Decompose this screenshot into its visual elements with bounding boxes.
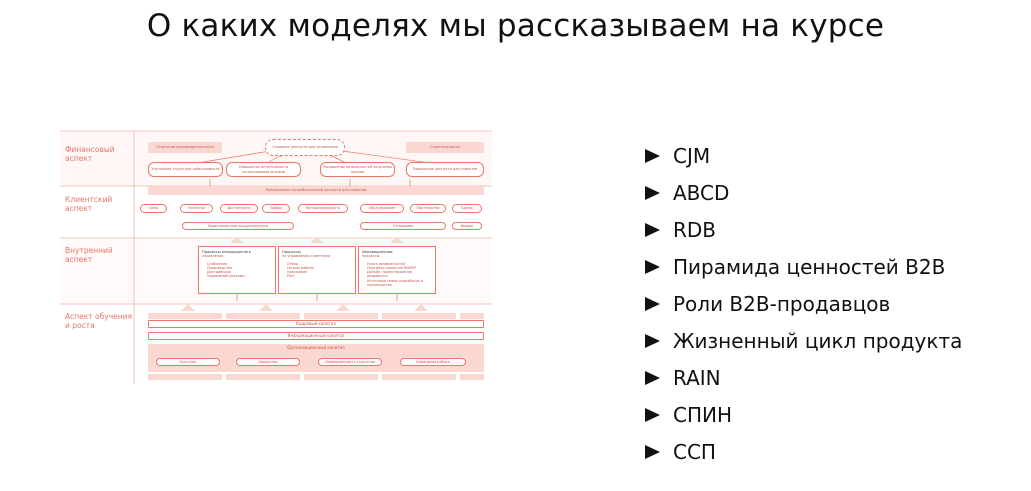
learning-item-culture: Культура — [156, 358, 220, 366]
triangle-bullet-icon — [645, 185, 660, 200]
model-label: ССП — [673, 439, 716, 464]
customer-item-brand: Бренд — [452, 204, 482, 213]
aspect-label-customer: Клиентский аспект — [65, 195, 113, 213]
strategy-map-diagram: Финансовый аспект Клиентский аспект Внут… — [60, 129, 492, 384]
financial-strategy-growth: Стратегия роста — [406, 142, 484, 153]
list-item: Дистрибуция — [207, 270, 272, 274]
triangle-bullet-icon — [645, 222, 660, 237]
model-label: RAIN — [673, 365, 721, 390]
triangle-bullet-icon — [645, 407, 660, 422]
aspect-label-financial: Финансовый аспект — [65, 145, 115, 163]
customer-item-quality: Качество — [180, 204, 213, 213]
customer-item-service: Обслуживание — [360, 204, 404, 213]
triangle-bullet-icon — [645, 148, 660, 163]
model-label: Пирамида ценностей B2B — [673, 254, 946, 279]
list-item: Отбор — [287, 262, 352, 266]
customer-group-image: Имидж — [452, 222, 482, 230]
financial-item-asset-use: Повышение интенсивности использования ак… — [226, 162, 301, 177]
list-item: Снабжение — [207, 262, 272, 266]
triangle-bullet-icon — [645, 333, 660, 348]
customer-item-partnership: Партнерство — [410, 204, 446, 213]
internal-process-innovation: Инновационные процессы Поиск возможносте… — [358, 246, 436, 294]
aspect-label-learning: Аспект обучения и роста — [65, 312, 133, 330]
financial-strategy-productivity: Стратегия производительности — [148, 142, 222, 153]
list-item: Пирамида ценностей B2B — [645, 248, 962, 285]
learning-item-strategy: Приверженность стратегии — [318, 358, 382, 366]
list-item: Рост — [287, 274, 352, 278]
internal-process-customer: Процессы по управлению клиентами Отбор Н… — [278, 246, 356, 294]
list-item: Портфель проектов НИОКР — [367, 266, 432, 270]
financial-item-cost-structure: Улучшение структуры себестоимости — [148, 162, 223, 177]
triangle-bullet-icon — [645, 444, 660, 459]
list-item: Производство — [207, 266, 272, 270]
model-label: CJM — [673, 143, 711, 168]
model-label: RDB — [673, 217, 717, 242]
list-item: ССП — [645, 433, 962, 470]
internal-process-title: Процессы — [282, 250, 301, 254]
customer-group-product: Характеристики продукта/услуги — [182, 222, 294, 230]
internal-process-title: Процессы операционного — [202, 250, 251, 254]
model-label: Жизненный цикл продукта — [673, 328, 963, 353]
customer-item-functionality: Функциональность — [298, 204, 348, 213]
customer-item-choice: Выбор — [262, 204, 290, 213]
list-item: Поиск возможностей — [367, 262, 432, 266]
internal-process-subtitle: управления — [202, 254, 224, 259]
model-label: ABCD — [673, 180, 730, 205]
list-item: Источники новых разработок в производств… — [367, 279, 432, 288]
list-item: Жизненный цикл продукта — [645, 322, 962, 359]
triangle-bullet-icon — [645, 296, 660, 311]
learning-information-capital: Информационный капитал — [148, 332, 484, 340]
list-item: СПИН — [645, 396, 962, 433]
list-item: Удержание — [287, 270, 352, 274]
internal-process-title: Инновационные — [362, 250, 393, 254]
financial-shareholder-value: Создание ценности для акционеров — [265, 139, 345, 156]
list-item: Роли B2B-продавцов — [645, 285, 962, 322]
internal-process-operations: Процессы операционного управления Снабже… — [198, 246, 276, 294]
customer-value-header: Предложение потребительской ценности для… — [148, 186, 484, 195]
internal-process-subtitle: по управлению клиентами — [282, 254, 330, 259]
list-item: RAIN — [645, 359, 962, 396]
aspect-label-internal: Внутренний аспект — [65, 246, 113, 264]
customer-item-price: Цена — [140, 204, 167, 213]
triangle-bullet-icon — [645, 259, 660, 274]
list-item: CJM — [645, 137, 962, 174]
customer-item-availability: Доступность — [220, 204, 258, 213]
internal-process-subtitle: процессы — [362, 254, 380, 259]
model-label: СПИН — [673, 402, 733, 427]
list-item: Дизайн, проектирование, разработка — [367, 270, 432, 279]
triangle-bullet-icon — [645, 370, 660, 385]
page-title: О каких моделях мы рассказываем на курсе — [146, 8, 885, 44]
list-item: Управление рисками — [207, 274, 272, 278]
financial-item-revenue: Расширение возможностей получения дохода — [320, 162, 395, 177]
models-list: CJM ABCD RDB Пирамида ценностей B2B Роли… — [645, 137, 962, 470]
learning-item-leadership: Лидерство — [236, 358, 300, 366]
list-item: Начало работы — [287, 266, 352, 270]
list-item: ABCD — [645, 174, 962, 211]
customer-group-relations: Отношения — [360, 222, 446, 230]
model-label: Роли B2B-продавцов — [673, 291, 891, 316]
list-item: RDB — [645, 211, 962, 248]
learning-human-capital: Кадровый капитал — [148, 320, 484, 328]
financial-item-customer-value: Повышение ценности для клиентов — [406, 162, 484, 177]
learning-item-teamwork: Командная работа — [400, 358, 466, 366]
